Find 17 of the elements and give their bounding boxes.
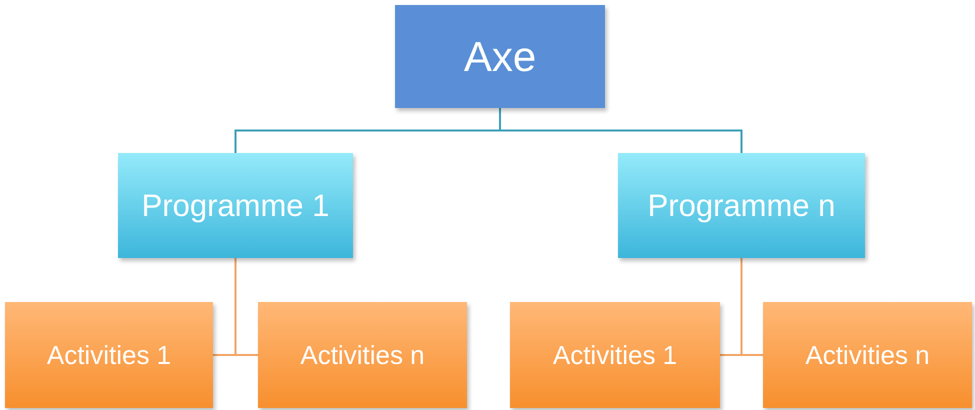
node-label: Activities 1 xyxy=(552,340,678,370)
node-label: Activities n xyxy=(300,340,425,370)
connector-line xyxy=(499,108,742,153)
program-box xyxy=(118,153,353,258)
activity-box xyxy=(763,302,972,408)
root-box xyxy=(395,5,605,108)
activity-box xyxy=(510,302,720,408)
node-label: Programme 1 xyxy=(142,188,330,224)
node-label: Activities 1 xyxy=(46,340,172,370)
program-box xyxy=(618,153,865,258)
node-label: Programme n xyxy=(648,188,836,224)
activity-box xyxy=(5,302,213,408)
connector-line xyxy=(234,258,258,356)
activity-box xyxy=(258,302,467,408)
node-label: Activities n xyxy=(805,340,930,370)
node-label: Axe xyxy=(464,32,536,80)
connector-line xyxy=(740,258,763,356)
